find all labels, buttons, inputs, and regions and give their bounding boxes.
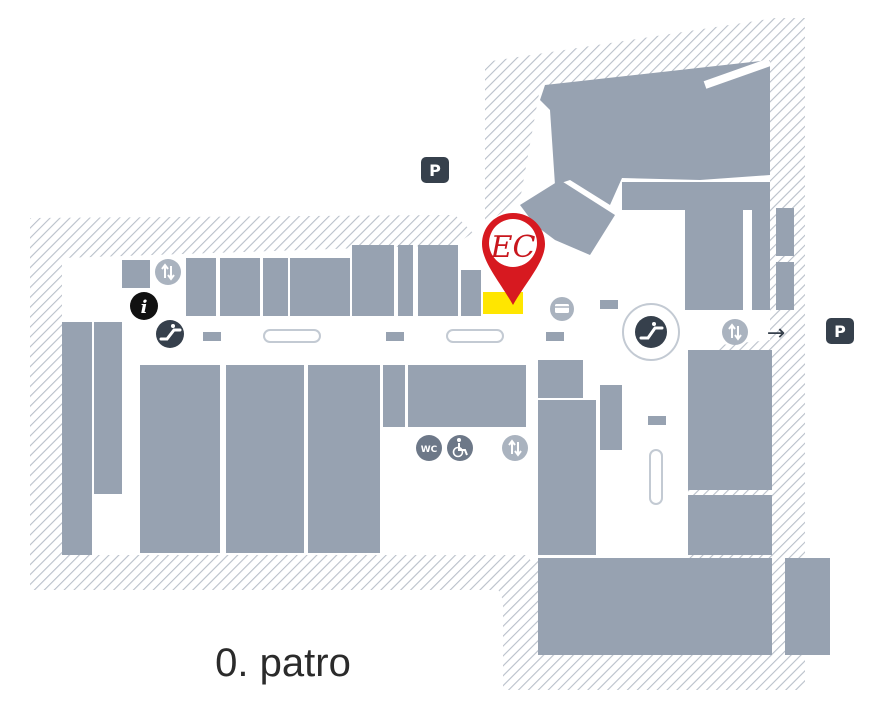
store-marker[interactable]: EC xyxy=(482,213,545,305)
shop-left-4 xyxy=(226,365,304,553)
shop-right-2 xyxy=(776,208,794,256)
parking-label: P xyxy=(429,161,441,180)
shop-a9 xyxy=(461,270,481,316)
shop-mid-2 xyxy=(408,365,526,427)
shop-right-low-2 xyxy=(688,495,772,555)
shop-left-3 xyxy=(140,365,220,553)
shop-a8 xyxy=(418,245,458,316)
shop-right-3 xyxy=(776,262,794,310)
shop-center-1 xyxy=(538,360,583,398)
elevator-icon[interactable] xyxy=(722,319,748,345)
shop-left-1 xyxy=(62,322,92,555)
shop-left-2 xyxy=(94,322,122,494)
parking-label: P xyxy=(834,322,846,341)
shop-north-big xyxy=(540,60,770,205)
escalator-icon[interactable] xyxy=(635,316,667,348)
shop-a1 xyxy=(122,260,150,288)
shop-bottom-big xyxy=(538,558,772,655)
shop-north-stairs xyxy=(520,180,615,255)
wheelchair-icon[interactable] xyxy=(447,435,473,461)
floor-label: 0. patro xyxy=(215,641,351,685)
info-icon[interactable]: i xyxy=(130,292,158,320)
shop-a6 xyxy=(352,245,394,316)
wc-label: WC xyxy=(421,445,438,455)
shop-bottom-right xyxy=(785,558,830,655)
shop-a7 xyxy=(398,245,413,316)
parking-icon[interactable]: P xyxy=(826,318,854,344)
shop-center-2 xyxy=(538,400,596,555)
elevator-icon[interactable] xyxy=(502,435,528,461)
elevator-icon[interactable] xyxy=(155,259,181,285)
shop-mid-1 xyxy=(383,365,405,427)
store-logo-text: EC xyxy=(490,230,536,265)
wc-icon[interactable]: WC xyxy=(416,435,442,461)
escalator-icon[interactable] xyxy=(156,320,184,348)
shop-a4 xyxy=(263,258,288,316)
atm-icon[interactable] xyxy=(550,297,574,321)
shop-a2 xyxy=(186,258,216,316)
arrow-right-icon: → xyxy=(767,321,785,346)
shop-a3 xyxy=(220,258,260,316)
info-label: i xyxy=(141,297,148,318)
shop-right-low-1 xyxy=(688,350,772,490)
shop-center-3 xyxy=(600,385,622,450)
parking-icon[interactable]: P xyxy=(421,157,449,183)
shop-left-5 xyxy=(308,365,380,553)
shop-right-1 xyxy=(685,205,743,310)
shop-a5 xyxy=(290,258,350,316)
shops xyxy=(62,60,830,655)
shop-right-4 xyxy=(752,205,770,310)
